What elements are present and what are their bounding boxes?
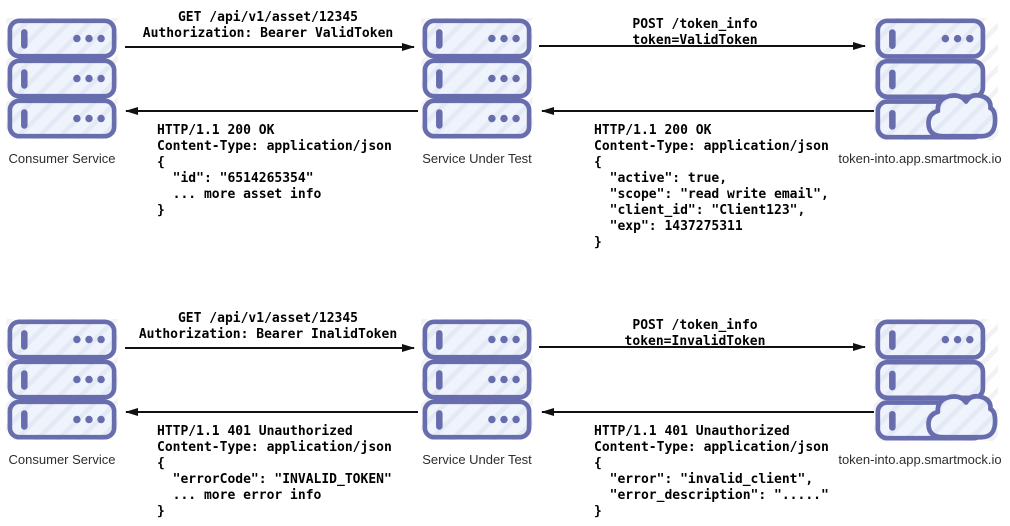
request-arrow-service-to-mock [539, 42, 866, 50]
invalid-token-flow: Consumer Service Service Under Test toke… [0, 301, 1010, 526]
response-arrow-mock-to-service [541, 107, 874, 115]
response-arrow-service-to-consumer [125, 107, 418, 115]
response-message-service-to-consumer: HTTP/1.1 200 OK Content-Type: applicatio… [157, 123, 392, 218]
request-message-consumer-to-service: GET /api/v1/asset/12345 Authorization: B… [138, 311, 398, 342]
response-arrow-service-to-consumer [125, 408, 418, 416]
response-message-mock-to-service: HTTP/1.1 200 OK Content-Type: applicatio… [594, 123, 829, 250]
response-message-mock-to-service: HTTP/1.1 401 Unauthorized Content-Type: … [594, 424, 829, 519]
mock-host-label: token-into.app.smartmock.io [838, 452, 1002, 467]
request-arrow-consumer-to-service [125, 43, 415, 51]
request-message-service-to-mock: POST /token_info token=InvalidToken [624, 318, 766, 349]
service-under-test-server-icon [421, 319, 533, 440]
service-under-test-server-icon [421, 18, 533, 139]
request-message-consumer-to-service: GET /api/v1/asset/12345 Authorization: B… [142, 10, 394, 41]
mock-server-cloud-icon [874, 18, 998, 140]
consumer-service-server-icon [6, 18, 118, 139]
request-arrow-consumer-to-service [125, 344, 415, 352]
service-under-test-label: Service Under Test [422, 452, 532, 467]
response-message-service-to-consumer: HTTP/1.1 401 Unauthorized Content-Type: … [157, 424, 392, 519]
consumer-service-label: Consumer Service [8, 151, 116, 166]
consumer-service-label: Consumer Service [8, 452, 116, 467]
consumer-service-server-icon [6, 319, 118, 440]
request-message-service-to-mock: POST /token_info token=ValidToken [632, 17, 758, 48]
mock-host-label: token-into.app.smartmock.io [838, 151, 1002, 166]
request-arrow-service-to-mock [539, 343, 866, 351]
response-arrow-mock-to-service [541, 408, 874, 416]
mock-server-cloud-icon [874, 319, 998, 441]
valid-token-flow: Consumer Service Service Under Test toke… [0, 0, 1010, 262]
service-under-test-label: Service Under Test [422, 151, 532, 166]
